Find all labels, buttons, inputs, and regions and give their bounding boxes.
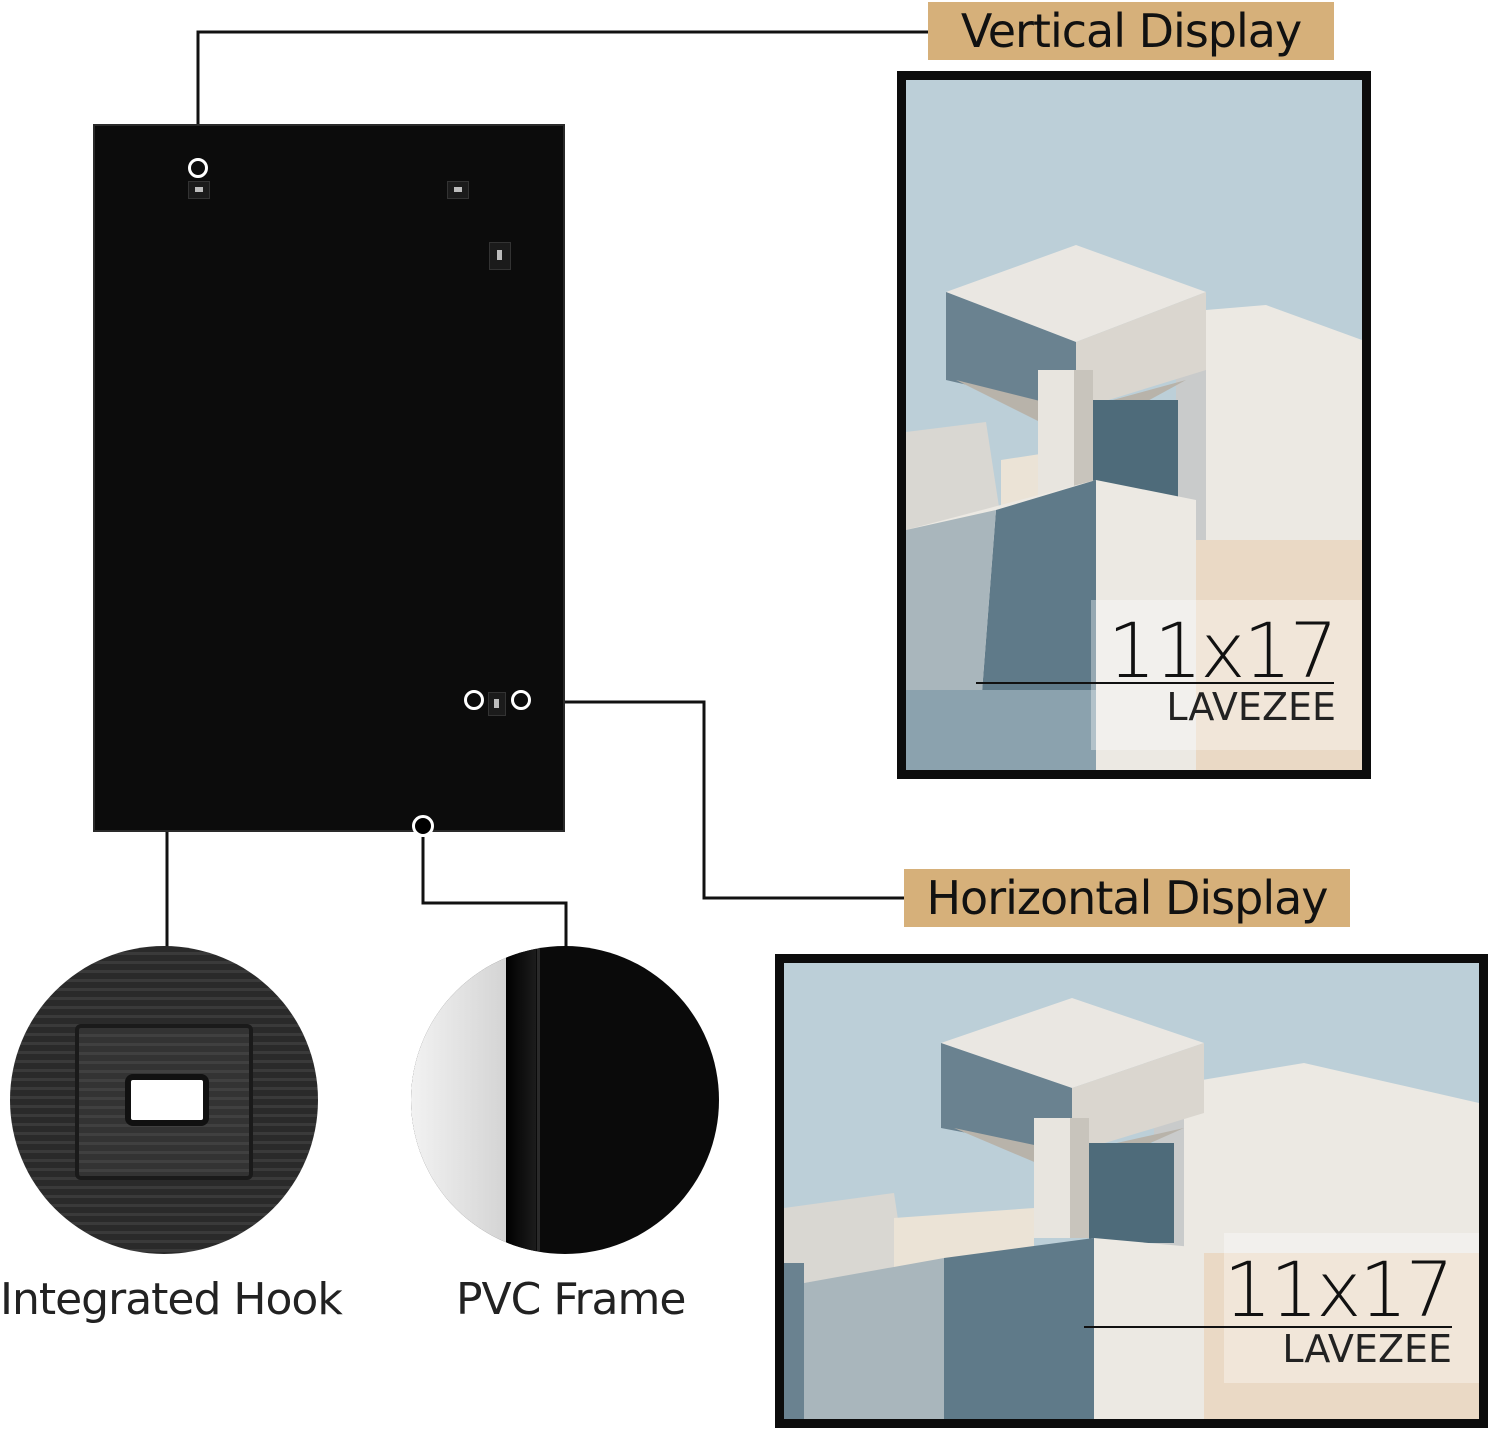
integrated-hook-closeup	[10, 946, 318, 1254]
horizontal-display-label: Horizontal Display	[904, 869, 1350, 927]
pvc-frame-caption: PVC Frame	[456, 1274, 686, 1325]
frame-edge-highlight	[506, 946, 536, 1254]
hook-slot-top-left	[188, 181, 210, 199]
horizontal-size-text: 11x17	[1223, 1245, 1454, 1334]
pvc-frame-closeup	[411, 946, 719, 1254]
vertical-framed-artwork: 11x17 LAVEZEE	[897, 71, 1371, 779]
wall-surface	[411, 946, 506, 1254]
frame-edge-line	[537, 946, 540, 1254]
marker-hook	[464, 690, 484, 710]
connector-vertical	[196, 30, 930, 158]
horizontal-artwork-image	[784, 963, 1479, 1419]
integrated-hook-caption: Integrated Hook	[0, 1274, 343, 1325]
vertical-display-text: Vertical Display	[960, 4, 1302, 58]
vertical-display-label: Vertical Display	[928, 2, 1334, 60]
vertical-size-text: 11x17	[1107, 606, 1338, 695]
vertical-brand-text: LAVEZEE	[1166, 685, 1336, 729]
hook-slot-bottom	[488, 692, 506, 716]
horizontal-brand-text: LAVEZEE	[1282, 1327, 1452, 1371]
hook-slot-top-middle	[447, 181, 469, 199]
hook-slot-right	[489, 242, 511, 270]
hook-hole	[125, 1074, 209, 1126]
marker-frame-edge	[412, 815, 434, 837]
connector-horizontal	[531, 700, 906, 900]
marker-horizontal-hook	[511, 690, 531, 710]
marker-vertical-hook	[188, 158, 208, 178]
connector-frame	[421, 837, 568, 948]
horizontal-framed-artwork: 11x17 LAVEZEE	[775, 954, 1488, 1428]
vertical-artwork-image	[906, 80, 1362, 770]
horizontal-display-text: Horizontal Display	[926, 871, 1328, 925]
frame-back-view	[93, 124, 565, 832]
